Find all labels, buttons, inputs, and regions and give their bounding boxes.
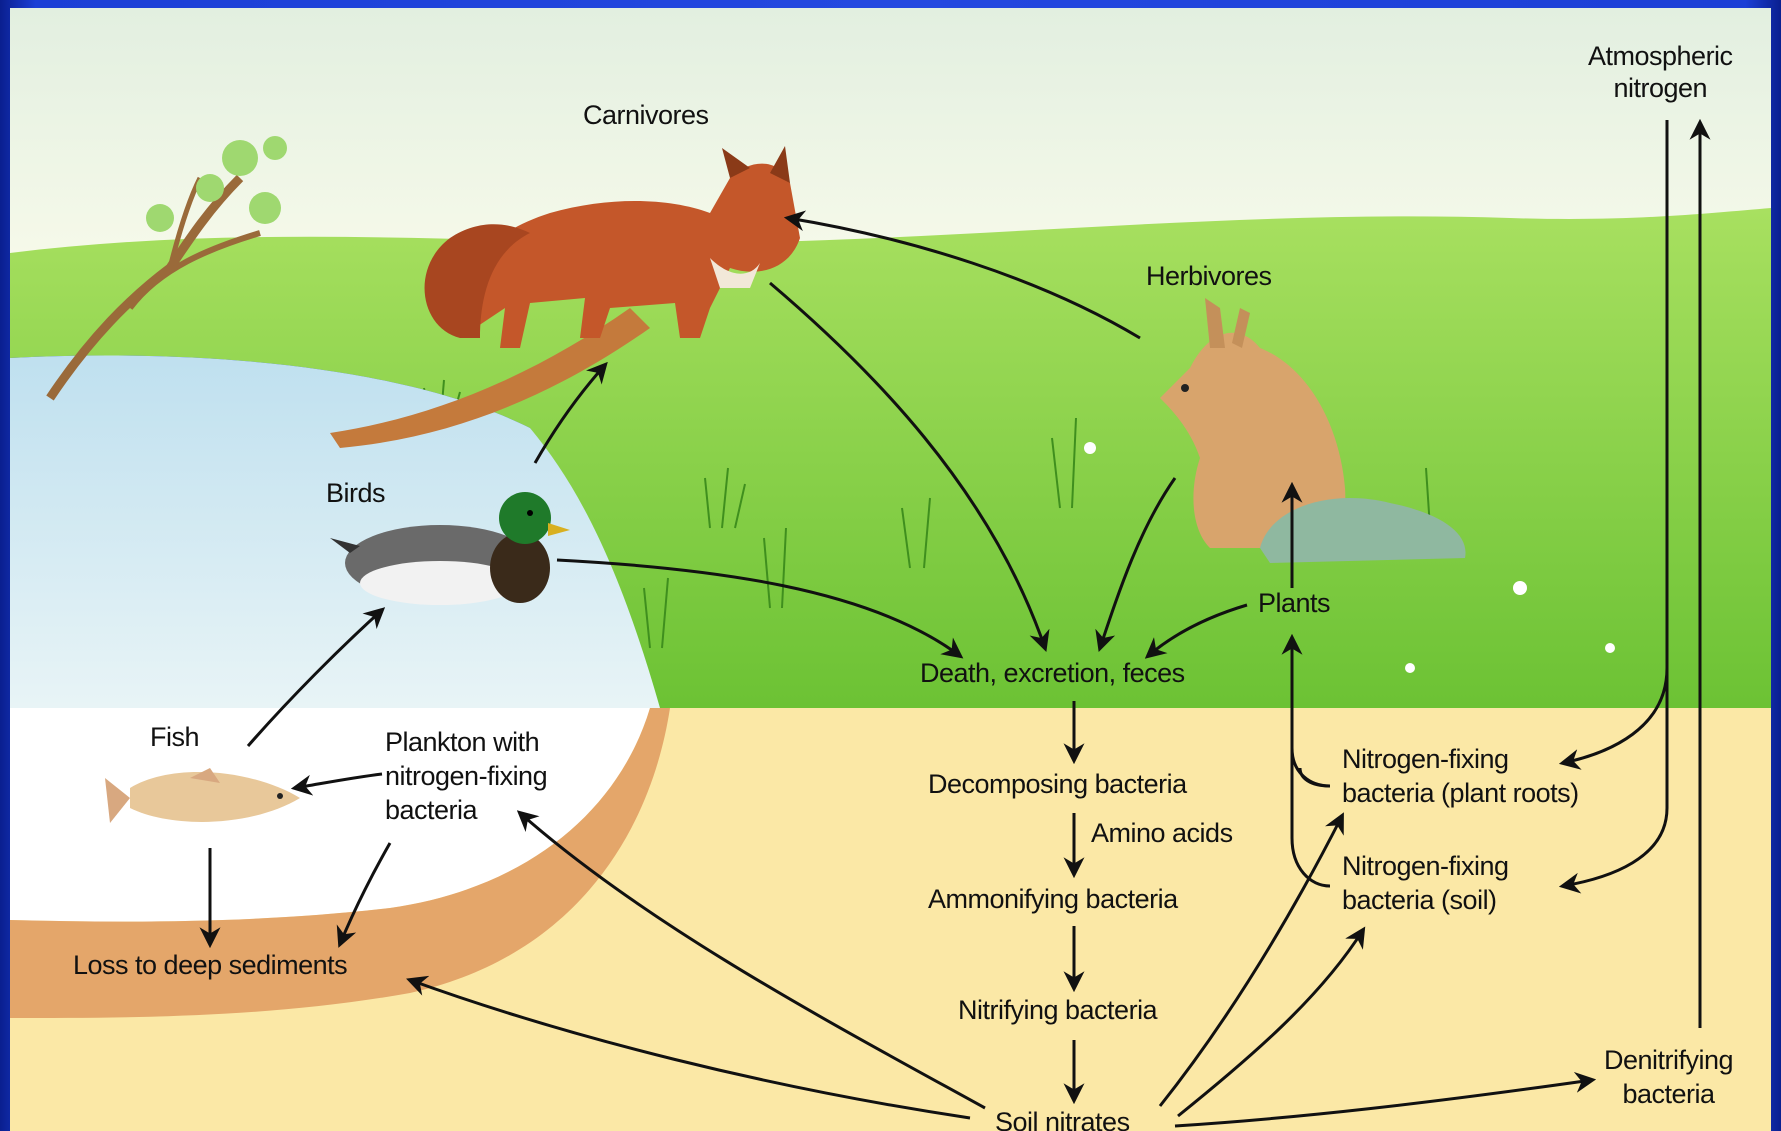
label-herbivores: Herbivores — [1146, 260, 1272, 292]
label-nfix-soil: Nitrogen-fixing bacteria (soil) — [1342, 849, 1509, 917]
label-birds: Birds — [326, 477, 385, 509]
label-soil-nitrates: Soil nitrates — [995, 1106, 1130, 1131]
label-plankton: Plankton with nitrogen-fixing bacteria — [385, 725, 547, 827]
nitrogen-cycle-diagram: Carnivores Herbivores Atmospheric nitrog… — [10, 8, 1771, 1131]
label-nfix-plant-roots: Nitrogen-fixing bacteria (plant roots) — [1342, 742, 1579, 810]
label-nitrifying-bacteria: Nitrifying bacteria — [958, 994, 1157, 1026]
label-atmospheric-nitrogen: Atmospheric nitrogen — [1588, 40, 1733, 104]
label-fish: Fish — [150, 721, 199, 753]
label-amino-acids: Amino acids — [1091, 817, 1233, 849]
label-ammonifying-bacteria: Ammonifying bacteria — [928, 883, 1178, 915]
label-decomposing-bacteria: Decomposing bacteria — [928, 768, 1187, 800]
label-denitrifying-bacteria: Denitrifying bacteria — [1604, 1043, 1733, 1111]
label-carnivores: Carnivores — [583, 99, 709, 131]
label-plants: Plants — [1258, 587, 1330, 619]
label-loss-deep-sediments: Loss to deep sediments — [73, 949, 347, 981]
label-death-excretion-feces: Death, excretion, feces — [920, 657, 1185, 689]
